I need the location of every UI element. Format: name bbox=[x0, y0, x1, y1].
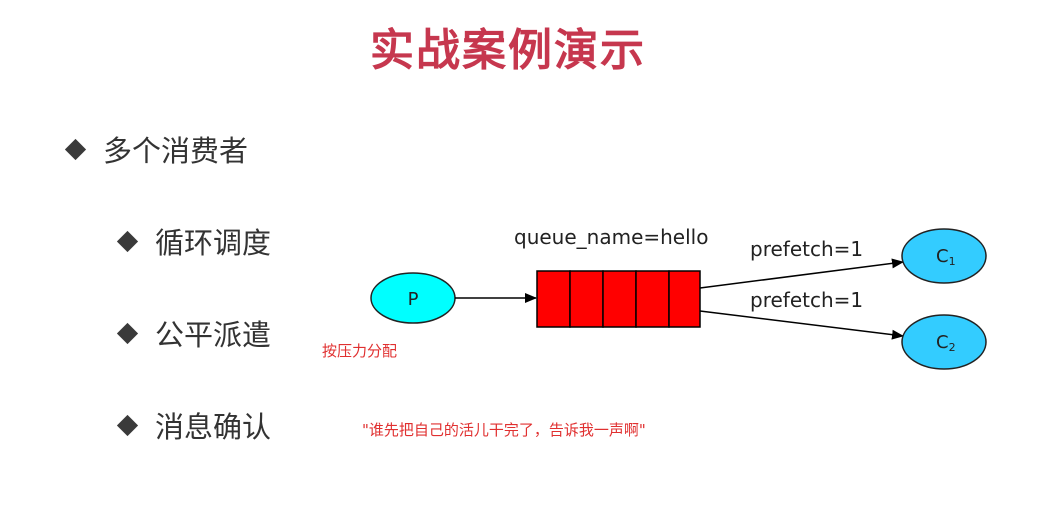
prefetch-label-c2: prefetch=1 bbox=[750, 288, 863, 312]
bullet-round-robin: 循环调度 bbox=[116, 220, 272, 262]
page-title: 实战案例演示 bbox=[370, 25, 646, 76]
producer-label: P bbox=[408, 289, 419, 310]
queue-to-c2-arrow bbox=[699, 310, 904, 340]
ack-note: "谁先把自己的活儿干完了，告诉我一声啊" bbox=[362, 421, 646, 439]
queue-slot bbox=[602, 270, 637, 328]
consumer-2-node bbox=[901, 314, 987, 370]
queue-slot bbox=[635, 270, 670, 328]
queue-to-c1-arrow bbox=[699, 258, 904, 289]
consumer-1-label: C1 bbox=[936, 246, 956, 268]
bullet-message-ack: 消息确认 bbox=[116, 404, 272, 446]
queue-box bbox=[536, 270, 701, 328]
queue-slot bbox=[569, 270, 604, 328]
fair-dispatch-note: 按压力分配 bbox=[322, 342, 398, 360]
bullet-fair-dispatch: 公平派遣 bbox=[116, 312, 272, 354]
queue-slot bbox=[668, 270, 701, 328]
bullet-multiple-consumers: 多个消费者 bbox=[64, 128, 249, 170]
bullet-text: 多个消费者 bbox=[103, 134, 249, 168]
bullet-text: 循环调度 bbox=[155, 226, 272, 260]
queue-label: queue_name=hello bbox=[514, 225, 708, 249]
bullet-text: 公平派遣 bbox=[155, 318, 272, 352]
consumer-2-label: C2 bbox=[936, 332, 956, 354]
prefetch-label-c1: prefetch=1 bbox=[750, 237, 863, 261]
consumer-1-node bbox=[901, 228, 987, 284]
bullet-text: 消息确认 bbox=[155, 410, 272, 444]
queue-slot bbox=[536, 270, 571, 328]
